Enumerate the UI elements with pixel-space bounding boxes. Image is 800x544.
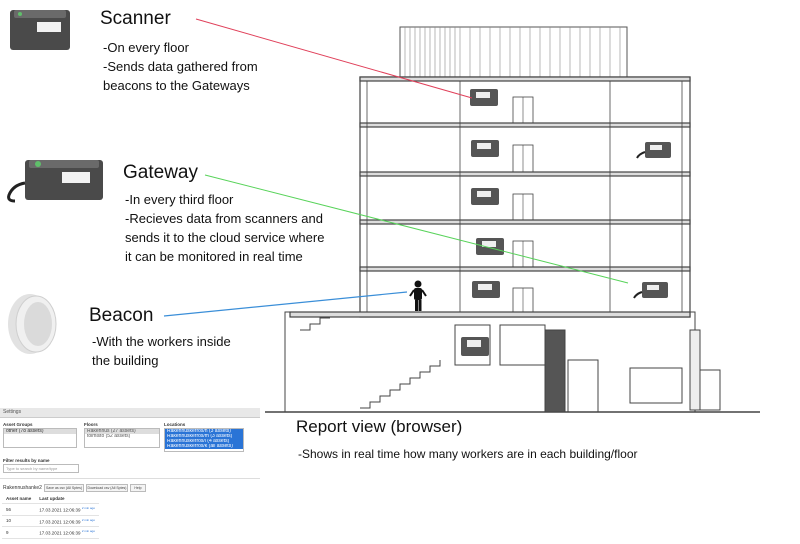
scanner-connector-line	[195, 18, 473, 99]
building-lower-section	[265, 311, 760, 413]
beacon-description: -With the workers inside the building	[92, 332, 231, 370]
floor-item[interactable]: toimisto (52 assets)	[87, 434, 131, 439]
scanner-desc-line-1: -On every floor	[103, 40, 189, 55]
asset-name-cell: 10	[2, 515, 36, 527]
scanner-desc-line-3: beacons to the Gateways	[103, 78, 250, 93]
gateway-product-icon	[7, 160, 103, 203]
beacon-desc-line-1: -With the workers inside	[92, 334, 231, 349]
last-update-time: 17.03.2021 12:06:39	[39, 530, 81, 536]
section-title: Rakennushanke2	[3, 485, 42, 491]
table-row[interactable]: 10 17.03.2021 12:06:39 2 min ago	[2, 515, 100, 527]
beacon-product-icon	[8, 294, 57, 354]
floors-list[interactable]: Rakennus (27 assets) toimisto (52 assets…	[84, 428, 160, 448]
ago-tag: 2 min ago	[81, 529, 96, 533]
asset-name-cell: 9	[2, 526, 36, 539]
scanner-device-floor-2	[472, 281, 500, 298]
gateway-desc-line-3: sends it to the cloud service where	[125, 230, 325, 245]
settings-header: Settings	[0, 408, 260, 418]
gateway-desc-line-2: -Recieves data from scanners and	[125, 211, 323, 226]
col-last-update[interactable]: Last update	[35, 494, 100, 504]
ago-tag: 2 min ago	[81, 517, 96, 522]
table-row[interactable]: 56 17.03.2021 12:06:39 2 min ago	[2, 503, 100, 516]
beacon-title: Beacon	[89, 305, 154, 326]
gateway-description: -In every third floor -Recieves data fro…	[125, 190, 324, 266]
scanner-device-floor-1	[461, 337, 489, 356]
scanner-device-floor-4	[471, 188, 499, 205]
ago-tag: 2 min ago	[81, 506, 96, 510]
building-floors	[289, 76, 691, 318]
scanner-device-floor-5	[471, 140, 499, 157]
scanner-description: -On every floor -Sends data gathered fro…	[103, 38, 258, 95]
floor-item[interactable]: Rakennus (27 assets)	[85, 429, 159, 434]
last-update-cell: 17.03.2021 12:06:39 2 min ago	[35, 515, 100, 527]
roof-unit	[399, 26, 628, 78]
gateway-title: Gateway	[123, 162, 198, 183]
save-csv-button[interactable]: Save as csv (All Sptes)	[44, 484, 84, 492]
filter-label: Filter results by name	[3, 458, 50, 463]
location-item[interactable]: Rakennuskerros/k (all assets)	[165, 444, 243, 449]
gateway-devices	[633, 142, 671, 299]
download-csv-button[interactable]: Download csv (All Sptes)	[86, 484, 128, 492]
last-update-time: 17.03.2021 12:06:39	[39, 507, 81, 513]
last-update-time: 17.03.2021 12:06:39	[39, 519, 81, 524]
filter-input[interactable]: Type to search by name/type	[3, 464, 79, 473]
last-update-cell: 17.03.2021 12:06:39 2 min ago	[35, 526, 100, 539]
report-view-panel: Settings Asset Groups other (78 assets) …	[0, 408, 260, 544]
divider	[0, 478, 260, 479]
last-update-cell: 17.03.2021 12:06:39 2 min ago	[35, 503, 100, 516]
report-title: Report view (browser)	[296, 417, 463, 436]
help-button[interactable]: Help	[130, 484, 146, 492]
asset-group-item[interactable]: other (78 assets)	[4, 429, 76, 434]
gateway-connector-line	[204, 174, 629, 284]
worker-icon	[409, 280, 427, 311]
scanner-product-icon	[10, 10, 70, 50]
report-description: -Shows in real time how many workers are…	[298, 447, 638, 461]
locations-label: Locations	[164, 422, 186, 427]
scanner-device-floor-3	[476, 238, 504, 255]
floors-label: Floors	[84, 422, 98, 427]
scanner-title: Scanner	[100, 8, 171, 29]
scanner-device-floor-6	[470, 89, 498, 106]
beacon-desc-line-2: the building	[92, 353, 159, 368]
scanner-devices	[461, 89, 504, 356]
asset-groups-label: Asset Groups	[3, 422, 33, 427]
scanner-desc-line-2: -Sends data gathered from	[103, 59, 258, 74]
locations-list[interactable]: Rakennuskerros/n (3 assets) Rakennuskerr…	[164, 428, 244, 452]
col-asset-name[interactable]: Asset name	[2, 494, 36, 504]
asset-name-cell: 56	[2, 503, 36, 516]
asset-table: Asset name Last update 56 17.03.2021 12:…	[2, 494, 100, 539]
table-row[interactable]: 9 17.03.2021 12:06:39 2 min ago	[2, 526, 100, 539]
gateway-device-floor-2	[633, 282, 668, 299]
location-item[interactable]: Rakennuskerros/l (4 assets)	[165, 439, 243, 444]
table-header-row: Asset name Last update	[2, 494, 100, 504]
location-item[interactable]: Rakennuskerros/m (3 assets)	[165, 434, 243, 439]
gateway-device-floor-5	[636, 142, 671, 159]
gateway-desc-line-4: it can be monitored in real time	[125, 249, 303, 264]
location-item[interactable]: Rakennuskerros/n (3 assets)	[165, 429, 243, 434]
gateway-desc-line-1: -In every third floor	[125, 192, 234, 207]
asset-groups-list[interactable]: other (78 assets)	[3, 428, 77, 448]
beacon-connector-line	[163, 291, 408, 317]
